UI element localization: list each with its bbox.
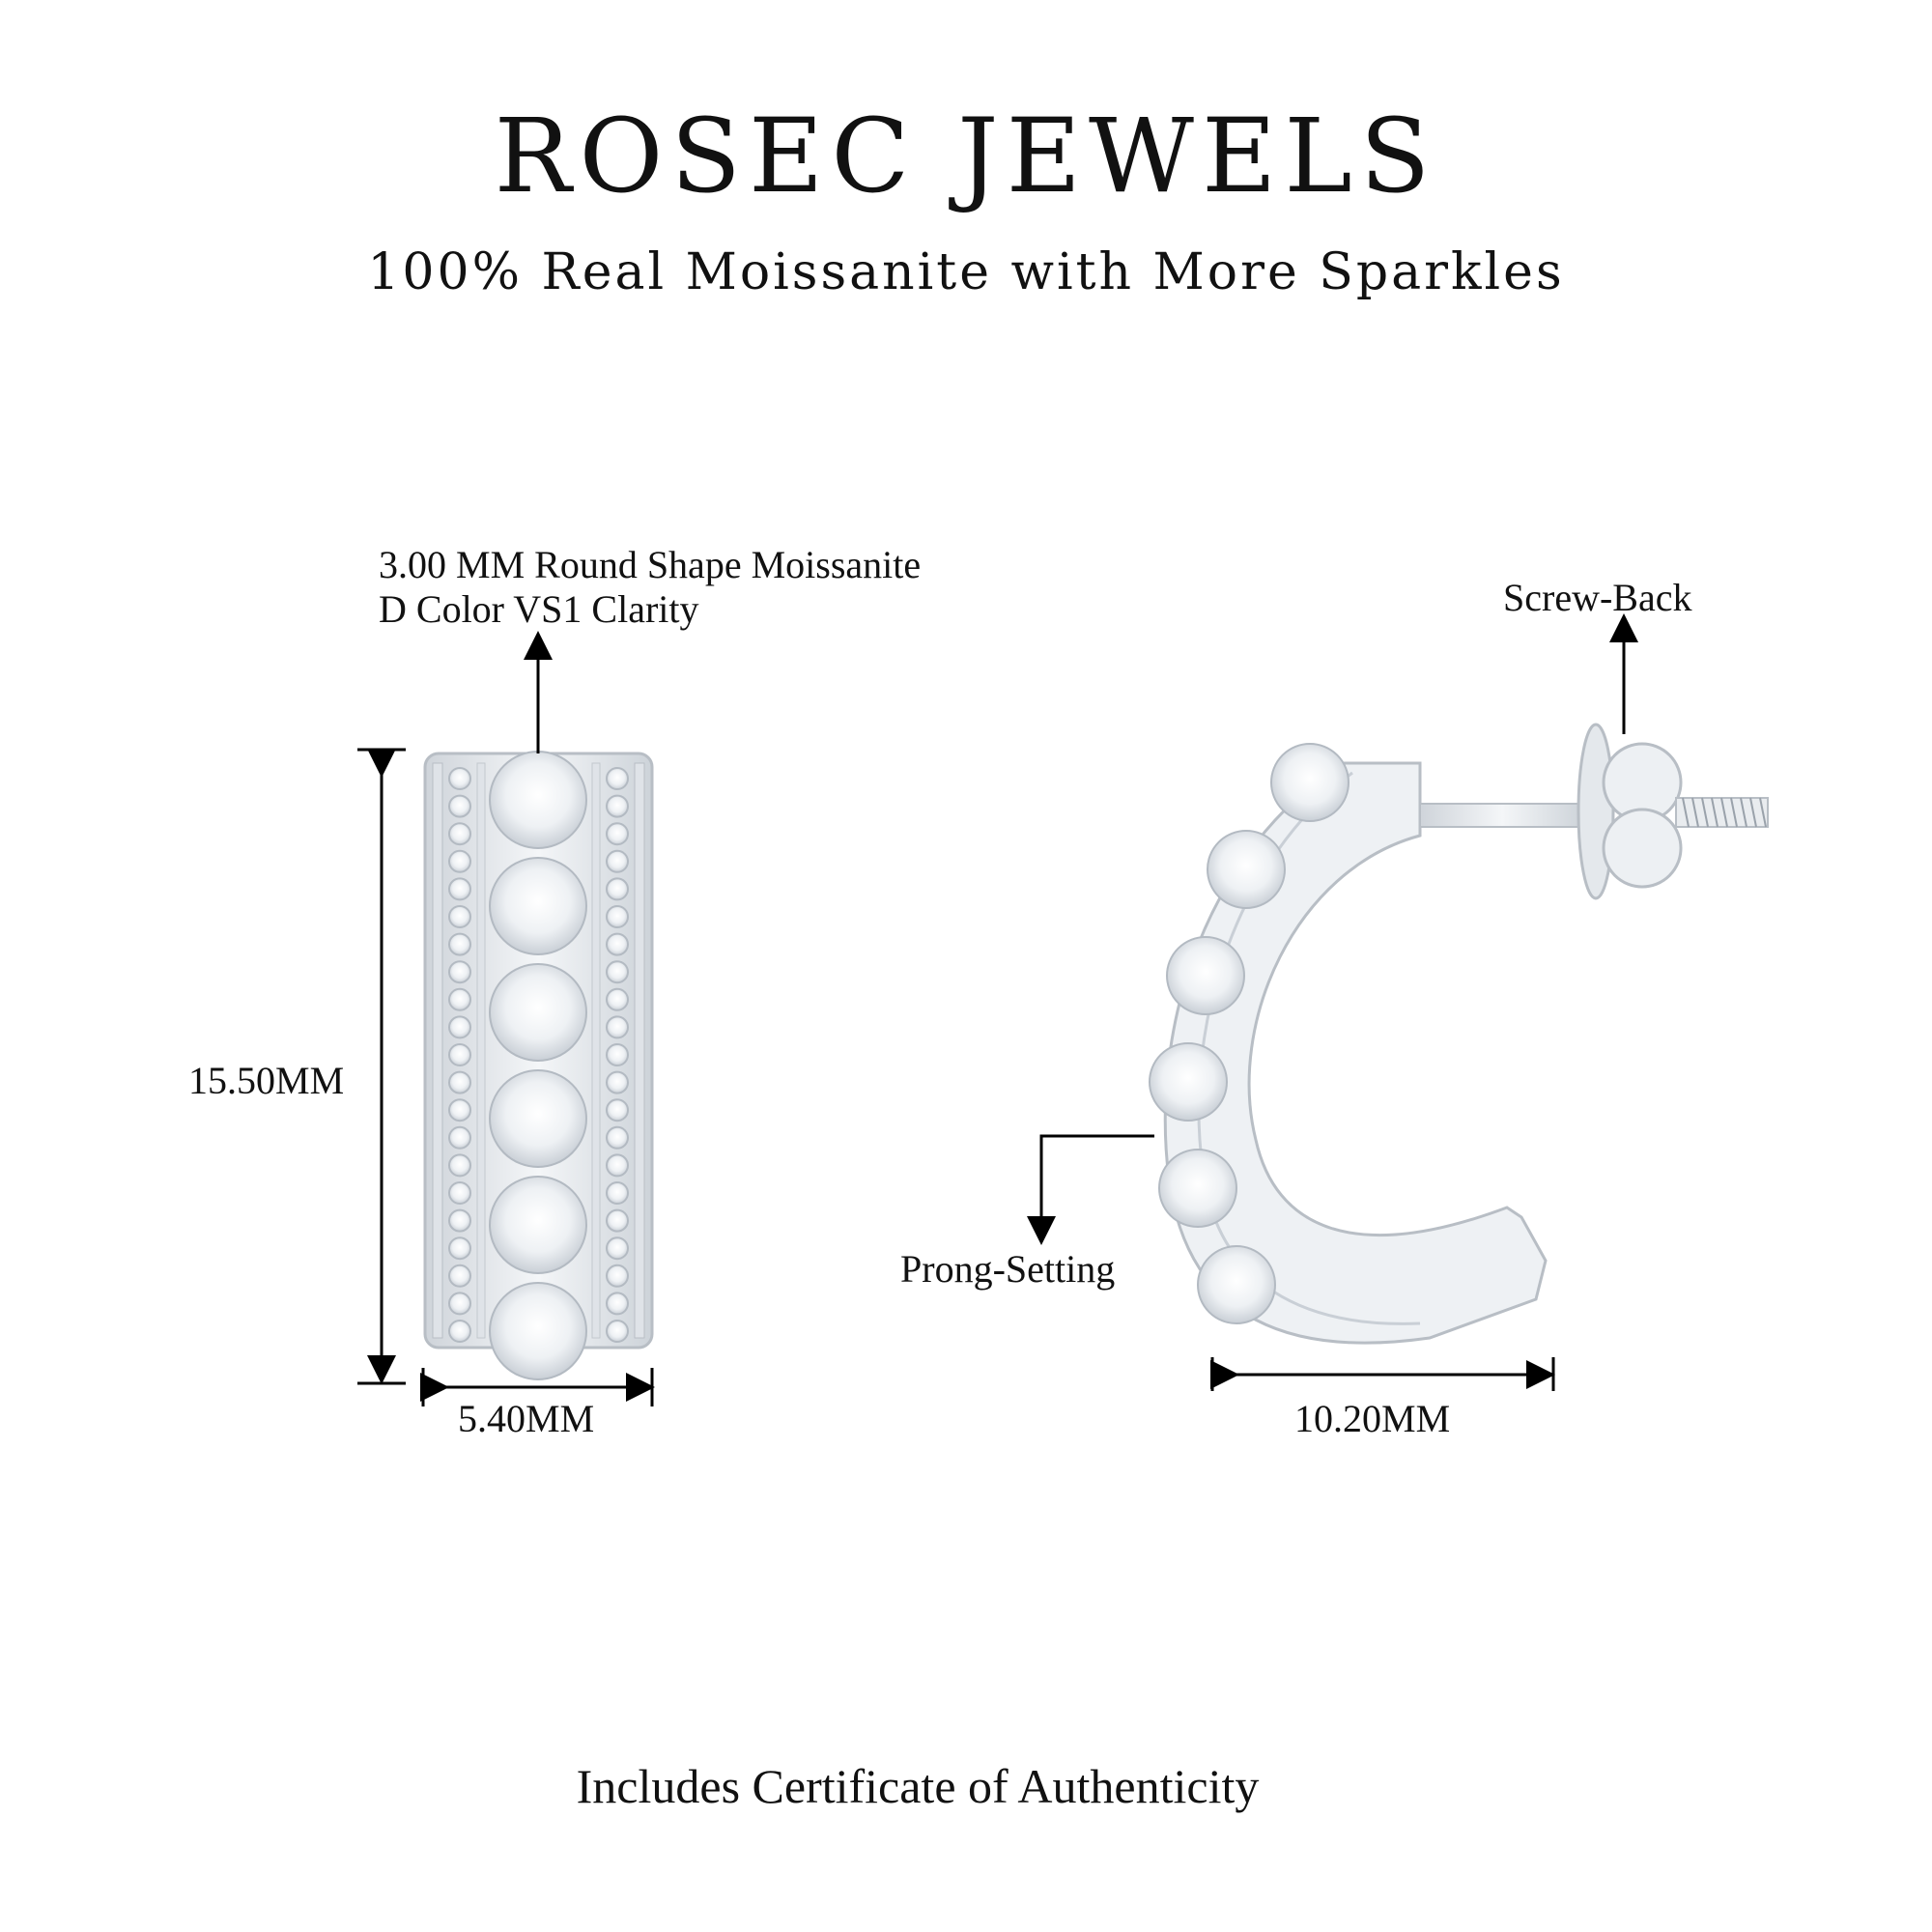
hoop-stone bbox=[1166, 936, 1245, 1015]
side-width-dimension bbox=[1210, 1357, 1555, 1391]
side-stone bbox=[448, 1320, 471, 1343]
side-stone bbox=[448, 794, 471, 818]
side-stone bbox=[448, 849, 471, 873]
thread-line bbox=[1740, 797, 1747, 828]
center-stone bbox=[489, 1176, 587, 1274]
side-stone bbox=[606, 1153, 629, 1178]
side-stone bbox=[606, 1015, 629, 1039]
hoop-stone bbox=[1207, 830, 1286, 909]
side-stone bbox=[606, 767, 629, 790]
side-stone bbox=[448, 1292, 471, 1316]
side-stone bbox=[606, 987, 629, 1011]
side-stone bbox=[448, 877, 471, 901]
thread-line bbox=[1691, 797, 1699, 828]
hoop-stone bbox=[1149, 1042, 1228, 1122]
thread-line bbox=[1759, 797, 1767, 828]
side-stone bbox=[448, 1070, 471, 1094]
side-stone-rows bbox=[448, 767, 629, 1343]
side-view-earring bbox=[1149, 723, 1769, 1345]
side-stone bbox=[606, 1292, 629, 1316]
side-stone bbox=[606, 1043, 629, 1066]
side-stone bbox=[606, 960, 629, 984]
front-view-earring bbox=[423, 751, 654, 1380]
screw-back-label: Screw-Back bbox=[1503, 576, 1692, 619]
side-stone bbox=[448, 767, 471, 790]
side-stone bbox=[606, 905, 629, 928]
side-stone bbox=[448, 1208, 471, 1233]
prong-setting-pointer bbox=[1027, 1134, 1154, 1245]
side-stone bbox=[448, 1181, 471, 1205]
side-stone bbox=[606, 1070, 629, 1094]
hoop-stones bbox=[1149, 743, 1350, 1324]
thread-line bbox=[1701, 797, 1709, 828]
stone-spec-label: 3.00 MM Round Shape Moissanite D Color V… bbox=[379, 543, 921, 632]
side-stone bbox=[606, 932, 629, 956]
stone-spec-line2: D Color VS1 Clarity bbox=[379, 587, 699, 631]
side-stone bbox=[448, 905, 471, 928]
side-stone bbox=[448, 1236, 471, 1261]
side-width-label: 10.20MM bbox=[1294, 1397, 1451, 1440]
thread-line bbox=[1711, 797, 1719, 828]
side-stone bbox=[606, 1098, 629, 1122]
side-stone bbox=[606, 822, 629, 846]
side-stone bbox=[448, 960, 471, 984]
screw-threads bbox=[1682, 797, 1767, 828]
height-dimension bbox=[357, 748, 406, 1385]
side-stone bbox=[448, 1098, 471, 1122]
side-stone bbox=[606, 1181, 629, 1205]
side-stone bbox=[448, 1125, 471, 1150]
side-stone bbox=[448, 1015, 471, 1039]
height-label: 15.50MM bbox=[188, 1059, 345, 1102]
thread-line bbox=[1749, 797, 1757, 828]
side-stone bbox=[606, 849, 629, 873]
side-stone bbox=[606, 1236, 629, 1261]
side-stone bbox=[606, 877, 629, 901]
thread-line bbox=[1682, 797, 1690, 828]
side-stone bbox=[448, 987, 471, 1011]
center-stone bbox=[489, 857, 587, 955]
center-stone bbox=[489, 1282, 587, 1380]
thread-line bbox=[1730, 797, 1738, 828]
stone-spec-line1: 3.00 MM Round Shape Moissanite bbox=[379, 543, 922, 586]
front-width-label: 5.40MM bbox=[458, 1397, 595, 1440]
tagline: 100% Real Moissanite with More Sparkles bbox=[367, 243, 1565, 301]
center-stone bbox=[489, 963, 587, 1062]
hoop-stone bbox=[1158, 1149, 1237, 1228]
side-stone bbox=[606, 1208, 629, 1233]
front-width-dimension bbox=[420, 1368, 655, 1406]
hoop-stone bbox=[1197, 1245, 1276, 1324]
side-stone bbox=[448, 1153, 471, 1178]
hoop-stone bbox=[1270, 743, 1350, 822]
side-stone bbox=[606, 1320, 629, 1343]
center-stone bbox=[489, 751, 587, 849]
thread-line bbox=[1720, 797, 1728, 828]
prong-setting-label: Prong-Setting bbox=[900, 1247, 1116, 1291]
center-stone bbox=[489, 1069, 587, 1168]
center-stone-row bbox=[489, 751, 587, 1380]
brand-title: ROSEC JEWELS bbox=[494, 97, 1438, 215]
side-stone bbox=[448, 932, 471, 956]
side-stone bbox=[606, 1264, 629, 1288]
certificate-note: Includes Certificate of Authenticity bbox=[576, 1759, 1260, 1813]
side-stone bbox=[448, 1043, 471, 1066]
side-stone bbox=[448, 822, 471, 846]
side-stone bbox=[448, 1264, 471, 1288]
side-stone bbox=[606, 794, 629, 818]
side-stone bbox=[606, 1125, 629, 1150]
